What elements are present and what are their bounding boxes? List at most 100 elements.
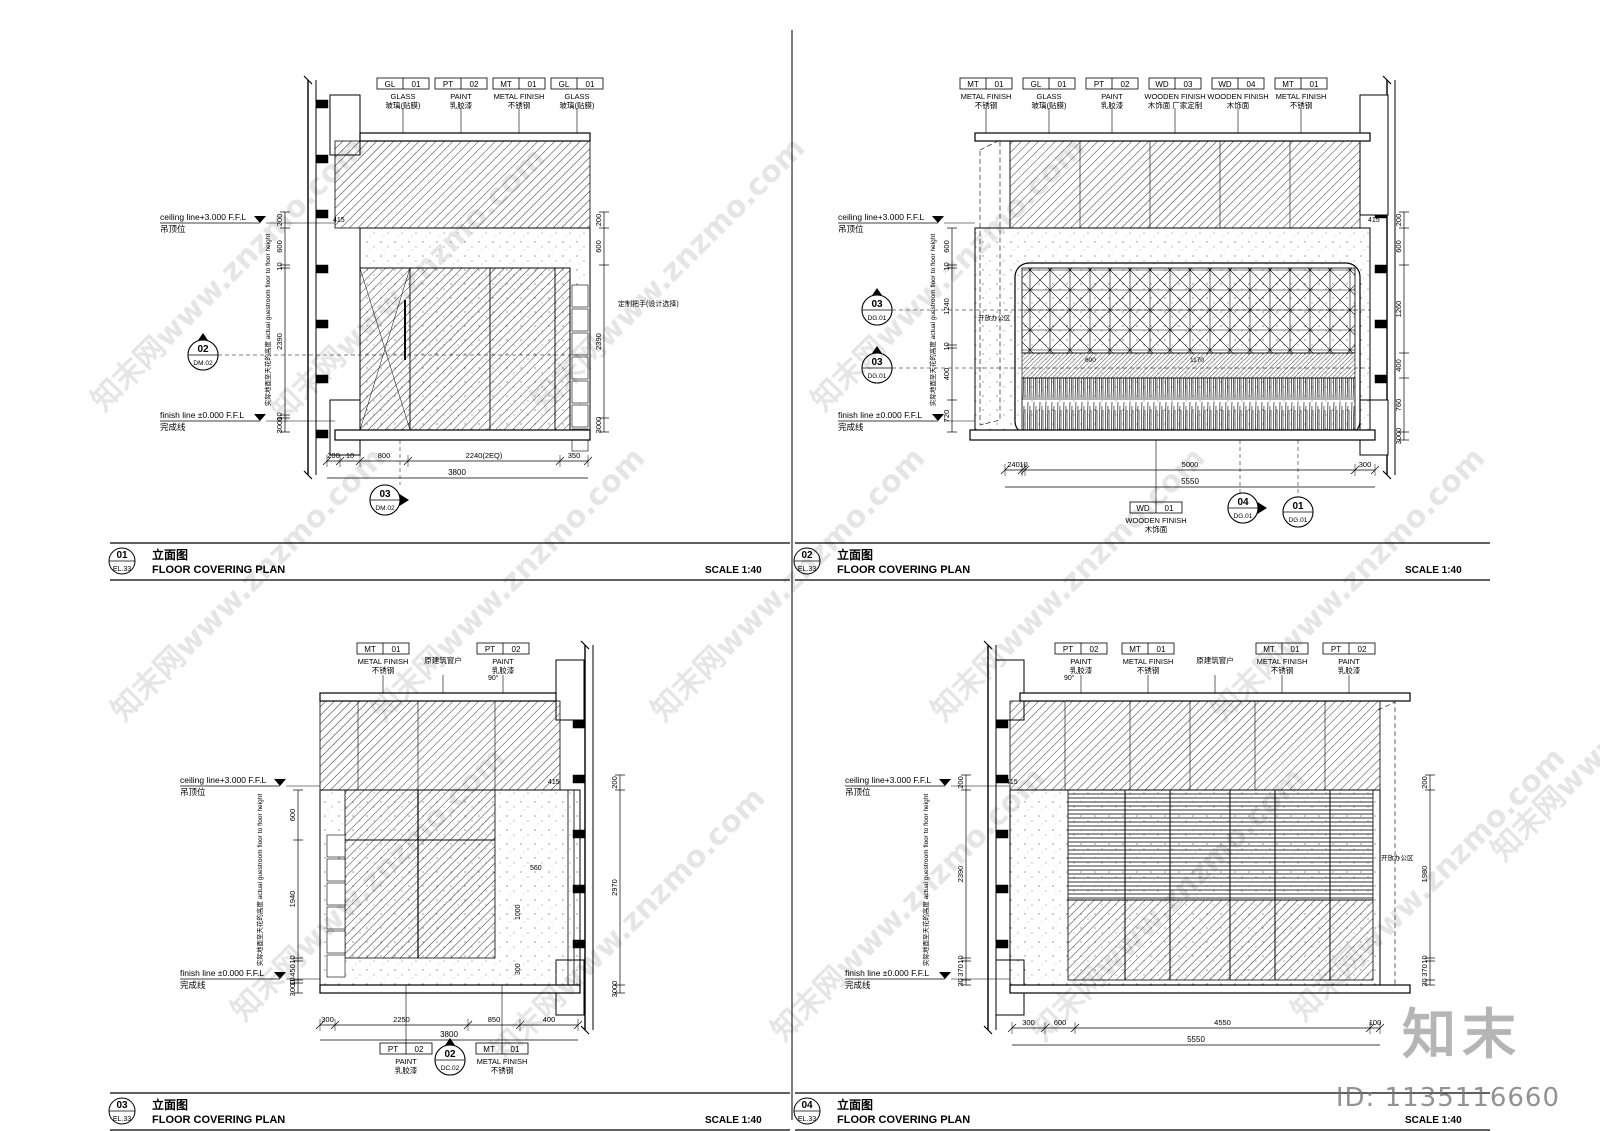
drawing-ref: EL.33 [798,1116,816,1123]
glass-partition [359,267,571,431]
material-tag-en: PAINT [450,92,472,101]
material-tag-en: WOODEN FINISH [1125,516,1186,525]
brand-logo: 知末 [1402,1003,1522,1066]
level-label-cn: 吊顶位 [845,787,871,797]
drawing-scale: SCALE 1:40 [1405,565,1462,576]
material-tag-code: MT [1282,80,1294,89]
dimension-value: 2970 [610,879,619,896]
dimension-value: 10 [956,955,965,963]
dimension-value: 10 [288,977,297,985]
material-tag-en: METAL FINISH [494,92,545,101]
drawing-number: 03 [116,1100,128,1111]
wall-bracket [1374,264,1388,274]
dimension-value: 370 [1420,964,1429,977]
dimension-value: 240 [1007,460,1020,469]
wall-bracket [1374,374,1388,384]
side-panel [571,284,589,308]
wall-bracket [315,319,329,329]
callout-number: 03 [379,489,391,500]
material-tag-en: METAL FINISH [1123,657,1174,666]
material-tag-code: PT [1331,645,1341,654]
dimension-value: 400 [942,368,951,381]
material-tag-cn: 乳胶漆 [1101,100,1124,110]
ceiling-slab [1019,692,1411,702]
level-label-cn: 吊顶位 [838,224,864,234]
material-tag-num: 04 [1247,80,1256,89]
window-glass [344,789,496,959]
material-tag-num: 01 [1165,504,1174,513]
material-tag-cn: 不锈钢 [491,1065,514,1075]
level-label-en: ceiling line+3.000 F.F.L [160,212,247,222]
wall-bracket [995,774,1009,784]
dimension-value: 300 [1359,460,1372,469]
ceiling-void-hatch [319,700,561,791]
side-panel [326,858,346,882]
callout-number: 04 [1237,497,1249,508]
level-label-cn: 完成线 [845,980,871,990]
material-tag-en: PAINT [1338,657,1360,666]
annotation-note: 定制把手(设计选择) [618,299,679,308]
dimension-value: 370 [956,964,965,977]
dimension-value: 10 [346,451,354,460]
side-panel [326,954,346,978]
floor-slab [319,984,581,994]
material-tag-en: METAL FINISH [358,657,409,666]
dimension-value: 3000 [288,980,297,997]
dimension-value: 200 [956,776,965,789]
material-tag-cn: 乳胶漆 [492,665,515,675]
dimension-value: 600 [1054,1018,1067,1027]
material-tag-code: PT [1094,80,1104,89]
callout-ref: DG.01 [868,315,887,322]
material-tag-cn: 乳胶漆 [1338,665,1361,675]
wall-bracket [315,374,329,384]
drawing-number: 04 [801,1100,813,1111]
callout-ref: DG.01 [868,373,887,380]
callout-number: 01 [1292,501,1304,512]
annotation-note: 415 [548,779,560,786]
material-tag-code: WD [1218,80,1232,89]
ceiling-void-hatch [334,140,591,229]
side-panel [326,906,346,930]
annotation-note: 415 [1368,217,1380,224]
level-label-en: finish line ±0.000 F.F.L [160,410,244,420]
drawing-title-cn: 立面图 [837,547,873,562]
drawing-scale: SCALE 1:40 [705,565,762,576]
material-tag-code: PT [388,1045,398,1054]
dimension-value: 10 [288,955,297,963]
side-panel [326,930,346,954]
material-tag-code: GL [385,80,396,89]
material-tag-en: GLASS [1036,92,1061,101]
material-tag-en: METAL FINISH [477,1057,528,1066]
vertical-note: 实际地面至天花的高度 actual guestroom floor to flo… [263,234,272,407]
side-panel [571,404,589,428]
drawing-title-cn: 立面图 [837,1097,873,1112]
material-tag-num: 02 [415,1045,424,1054]
level-label-en: finish line ±0.000 F.F.L [845,968,929,978]
callout-ref: DC.02 [441,1065,460,1072]
dimension-value: 720 [942,410,951,423]
material-tag-num: 01 [392,645,401,654]
material-tag-cn: 木饰面 [1145,524,1168,534]
annotation-note: 415 [1006,779,1018,786]
level-label-cn: 完成线 [160,422,186,432]
material-tag-cn: 不锈钢 [372,665,395,675]
dimension-value: 10 [275,412,284,420]
level-label-cn: 吊顶位 [180,787,206,797]
dimension-value: 200 [1394,214,1403,227]
material-tag-num: 01 [528,80,537,89]
material-tag-en: PAINT [1101,92,1123,101]
wall-bracket [995,719,1009,729]
ceiling-void-hatch [1009,140,1361,229]
annotation-note: 300 [515,963,522,975]
wall-bracket [572,774,586,784]
material-tag-num: 02 [1358,645,1367,654]
dimension-total: 3800 [440,1030,458,1039]
dimension-value: 1940 [288,891,297,908]
dimension-value: 600 [288,809,297,822]
wall-bracket [1374,319,1388,329]
material-tag-num: 02 [512,645,521,654]
